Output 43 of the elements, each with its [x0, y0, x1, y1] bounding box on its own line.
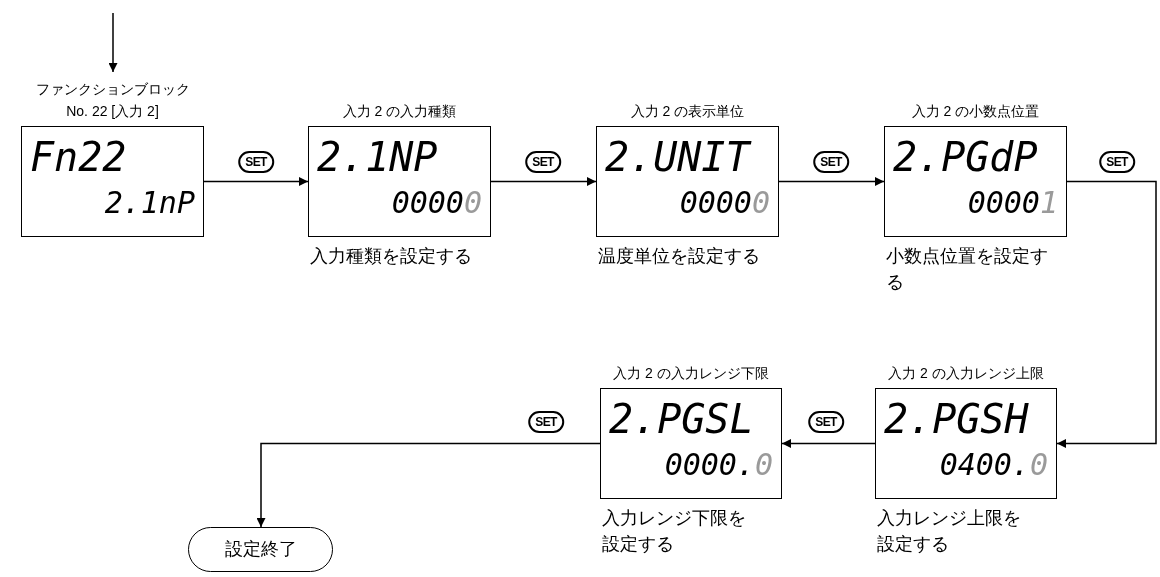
arrow — [203, 177, 309, 186]
display-text: 2.UNIT — [604, 133, 750, 182]
set-key-label: SET — [528, 411, 564, 433]
arrow — [256, 442, 601, 528]
terminal-node: 設定終了 — [188, 527, 333, 572]
node-heading: ファンクションブロック No. 22 [入力 2] — [34, 80, 191, 121]
display-panel — [21, 126, 204, 237]
node-heading: 入力 2 の小数点位置 — [910, 102, 1041, 121]
set-key-label: SET — [813, 151, 849, 173]
display-text: 00000 — [391, 184, 483, 222]
arrow — [1056, 180, 1157, 448]
display-text: 0000.0 — [664, 446, 774, 484]
node-heading: 入力 2 の入力レンジ上限 — [887, 364, 1045, 383]
display-panel — [875, 388, 1057, 499]
set-key-label: SET — [238, 151, 274, 173]
description-text: 温度単位を設定する — [598, 245, 761, 268]
arrow — [781, 439, 876, 448]
description-text: 入力種類を設定する — [310, 245, 473, 268]
arrow — [778, 177, 885, 186]
display-panel — [308, 126, 491, 237]
display-text: 2.PGSL — [608, 395, 754, 444]
description-text: 入力レンジ上限を設定する — [877, 507, 1022, 556]
arrow — [490, 177, 597, 186]
description-text: 入力レンジ下限を設定する — [602, 507, 747, 556]
node-heading: 入力 2 の表示単位 — [629, 102, 746, 121]
display-text: 00001 — [967, 184, 1059, 222]
display-panel — [600, 388, 782, 499]
description-text: 小数点位置を設定する — [886, 245, 1049, 294]
node-heading: 入力 2 の入力レンジ下限 — [612, 364, 770, 383]
display-text: 2.1NP — [316, 133, 438, 182]
display-text: 2.PGSH — [883, 395, 1029, 444]
set-key-label: SET — [525, 151, 561, 173]
display-text: 2.1nP — [104, 184, 196, 222]
display-panel — [596, 126, 779, 237]
display-text: 00000 — [679, 184, 771, 222]
set-key-label: SET — [808, 411, 844, 433]
set-key-label: SET — [1099, 151, 1135, 173]
display-text: 2.PGdP — [892, 133, 1038, 182]
display-text: Fn22 — [29, 133, 127, 182]
arrow — [108, 12, 118, 73]
display-panel — [884, 126, 1067, 237]
node-heading: 入力 2 の入力種類 — [341, 102, 458, 121]
display-text: 0400.0 — [939, 446, 1049, 484]
